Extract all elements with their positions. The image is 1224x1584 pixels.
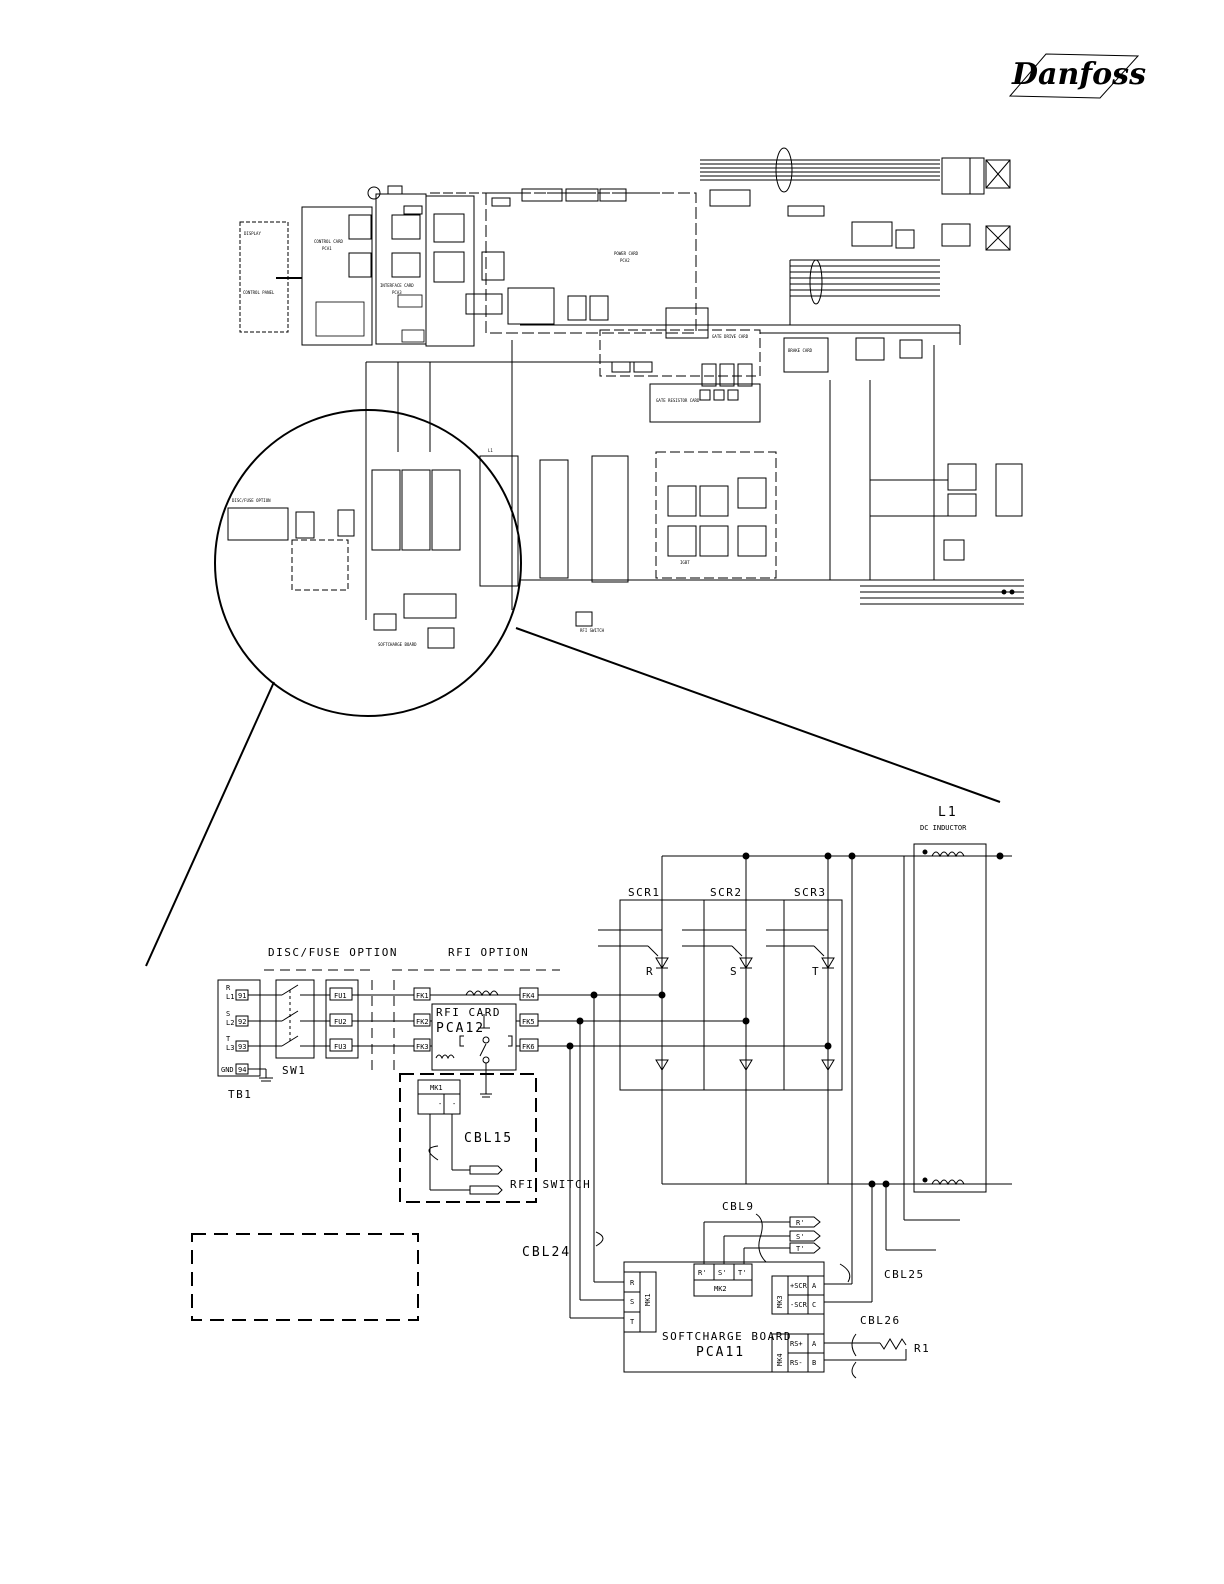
tb1-91-label: 91 (238, 992, 246, 1000)
tb1-93-label: 93 (238, 1043, 246, 1051)
inductor-title: L1 (938, 805, 958, 820)
overview-control-card-id: PCA1 (322, 246, 332, 251)
inductor-subtitle: DC INDUCTOR (920, 824, 967, 832)
rfi-option-label: RFI OPTION (448, 946, 529, 959)
mk3-minus-scr: -SCR (790, 1301, 808, 1309)
pca11-label: PCA11 (696, 1345, 745, 1360)
mk3-a: A (812, 1282, 817, 1290)
overview-display-label: DISPLAY (244, 231, 261, 236)
fu3-label: FU3 (334, 1043, 347, 1051)
overview-interface-card-label: INTERFACE CARD (380, 283, 414, 288)
detail-schematic (217, 843, 1012, 1379)
overview-igbt-label: IGBT (680, 560, 690, 565)
scr1-phase-label: R (646, 965, 654, 978)
cbl26-label: CBL26 (860, 1314, 901, 1327)
tb1-l3-label: L3 (226, 1044, 234, 1052)
overview-schematic (145, 147, 1024, 967)
cbl15-label: CBL15 (464, 1131, 513, 1146)
cbl9-tag-s: S' (796, 1233, 804, 1241)
scr2-phase-label: S (730, 965, 738, 978)
overview-softcharge-label: SOFTCHARGE BOARD (378, 642, 417, 647)
tb1-92-label: 92 (238, 1018, 246, 1026)
mk3-label: MK3 (776, 1295, 784, 1308)
rfi-card-label: RFI CARD (436, 1006, 501, 1019)
overview-power-card-label: POWER CARD (614, 251, 639, 256)
fu2-label: FU2 (334, 1018, 347, 1026)
cbl9-label: CBL9 (722, 1200, 755, 1213)
softcharge-mk1-s: S (630, 1298, 634, 1306)
overview-brake-card-label: BRAKE CARD (788, 348, 813, 353)
cbl24-label: CBL24 (522, 1245, 571, 1260)
mk3-plus-scr: +SCR (790, 1282, 808, 1290)
tb1-l1-label: L1 (226, 993, 234, 1001)
scr2-label: SCR2 (710, 886, 743, 899)
fk4-label: FK4 (522, 992, 535, 1000)
tb1-block (217, 979, 261, 1077)
tb1-r-label: R (226, 984, 231, 992)
fk5-label: FK5 (522, 1018, 535, 1026)
overview-control-panel-label: CONTROL PANEL (243, 290, 275, 295)
rfi-mk1-pin1: - (438, 1100, 442, 1108)
overview-inductor-label: L1 (488, 448, 493, 453)
mk2-label: MK2 (714, 1285, 727, 1293)
scr3-phase-label: T (812, 965, 820, 978)
sw1-label: SW1 (282, 1064, 306, 1077)
cbl25-label: CBL25 (884, 1268, 925, 1281)
fk3-label: FK3 (416, 1043, 429, 1051)
mk4-rs-minus: RS- (790, 1359, 803, 1367)
rfi-card-block (431, 1003, 517, 1071)
tb1-gnd-label: GND (221, 1066, 234, 1074)
fk1-label: FK1 (416, 992, 429, 1000)
softcharge-mk1-r: R (630, 1279, 635, 1287)
pca12-label: PCA12 (436, 1021, 485, 1036)
softcharge-mk1-label: MK1 (644, 1293, 652, 1306)
overview-disc-fuse-label: DISC/FUSE OPTION (232, 498, 271, 503)
cbl9-tag-r: R' (796, 1219, 804, 1227)
fk6-label: FK6 (522, 1043, 535, 1051)
mk4-b: B (812, 1359, 816, 1367)
sw1-block (275, 979, 315, 1059)
rfi-mk1-label: MK1 (430, 1084, 443, 1092)
overview-rfi-switch-label: RFI SWITCH (580, 628, 605, 633)
scr1-label: SCR1 (628, 886, 661, 899)
mk4-label: MK4 (776, 1353, 784, 1366)
mk2-pin-r: R' (698, 1269, 706, 1277)
cbl9-tag-t: T' (796, 1245, 804, 1253)
overview-gate-resistor-label: GATE RESISTOR CARD (656, 398, 700, 403)
softcharge-mk1-t: T (630, 1318, 635, 1326)
r1-label: R1 (914, 1342, 930, 1355)
disc-fuse-option-label: DISC/FUSE OPTION (268, 946, 398, 959)
overview-control-card-label: CONTROL CARD (314, 239, 343, 244)
scr3-label: SCR3 (794, 886, 827, 899)
tb1-label: TB1 (228, 1088, 252, 1101)
mk4-rs-plus: RS+ (790, 1340, 803, 1348)
mk3-c: C (812, 1301, 816, 1309)
fu1-label: FU1 (334, 992, 347, 1000)
rfi-mk1-pin2: - (452, 1100, 456, 1108)
tb1-t-label: T (226, 1035, 231, 1043)
softcharge-board-label: SOFTCHARGE BOARD (662, 1330, 792, 1343)
mk4-a: A (812, 1340, 817, 1348)
fk2-label: FK2 (416, 1018, 429, 1026)
tb1-s-label: S (226, 1010, 230, 1018)
brand-logo-text: Danfoss (1011, 57, 1146, 92)
brand-logo: Danfoss (1008, 53, 1146, 99)
mk2-pin-t: T' (738, 1269, 746, 1277)
rfi-switch-label: RFI SWITCH (510, 1178, 591, 1191)
overview-interface-card-id: PCA3 (392, 290, 402, 295)
overview-gate-drive-label: GATE DRIVE CARD (712, 334, 749, 339)
mk2-pin-s: S' (718, 1269, 726, 1277)
tb1-94-label: 94 (238, 1066, 246, 1074)
legend-placeholder-box (191, 1233, 419, 1321)
tb1-l2-label: L2 (226, 1019, 234, 1027)
overview-power-card-id: PCA2 (620, 258, 630, 263)
